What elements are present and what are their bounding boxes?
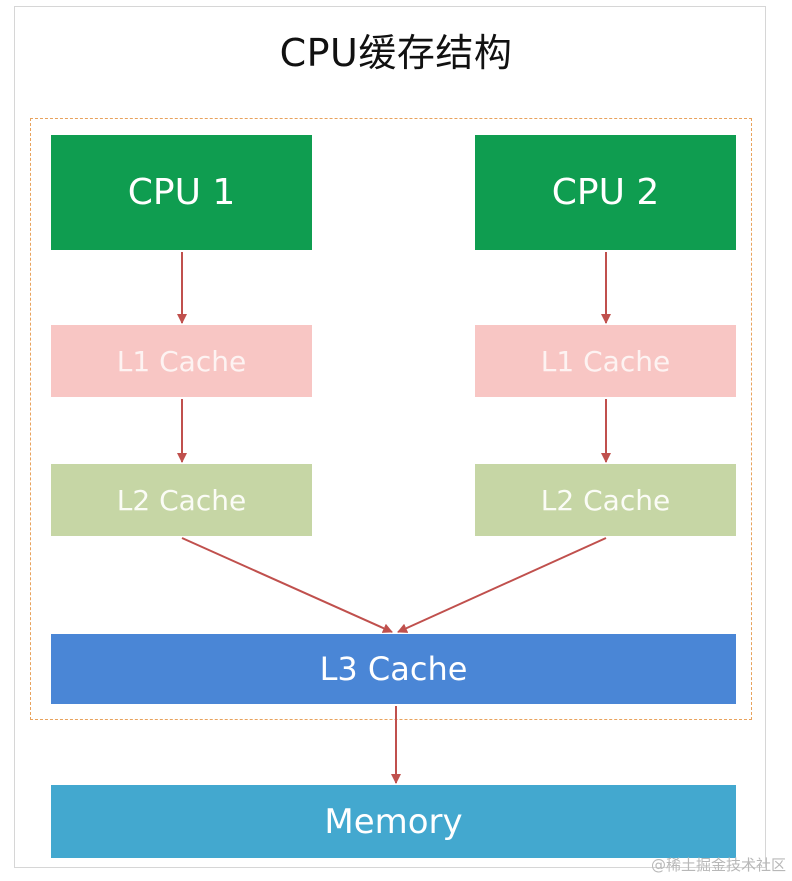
arrow-l2-right-to-l3 (397, 537, 607, 633)
l1-cache-right-node: L1 Cache (475, 325, 736, 397)
cpu1-node: CPU 1 (51, 135, 312, 250)
memory-node: Memory (51, 785, 736, 858)
cpu2-node: CPU 2 (475, 135, 736, 250)
arrow-l2-left-to-l3 (181, 537, 393, 633)
l2-cache-right-node: L2 Cache (475, 464, 736, 536)
l3-cache-node: L3 Cache (51, 634, 736, 704)
diagram-title: CPU缓存结构 (279, 31, 513, 75)
l1-cache-left-node: L1 Cache (51, 325, 312, 397)
l2-cache-left-node: L2 Cache (51, 464, 312, 536)
watermark-text: @稀土掘金技术社区 (650, 856, 786, 874)
diagram-frame (14, 6, 766, 868)
cpu-chip-boundary (30, 118, 752, 720)
